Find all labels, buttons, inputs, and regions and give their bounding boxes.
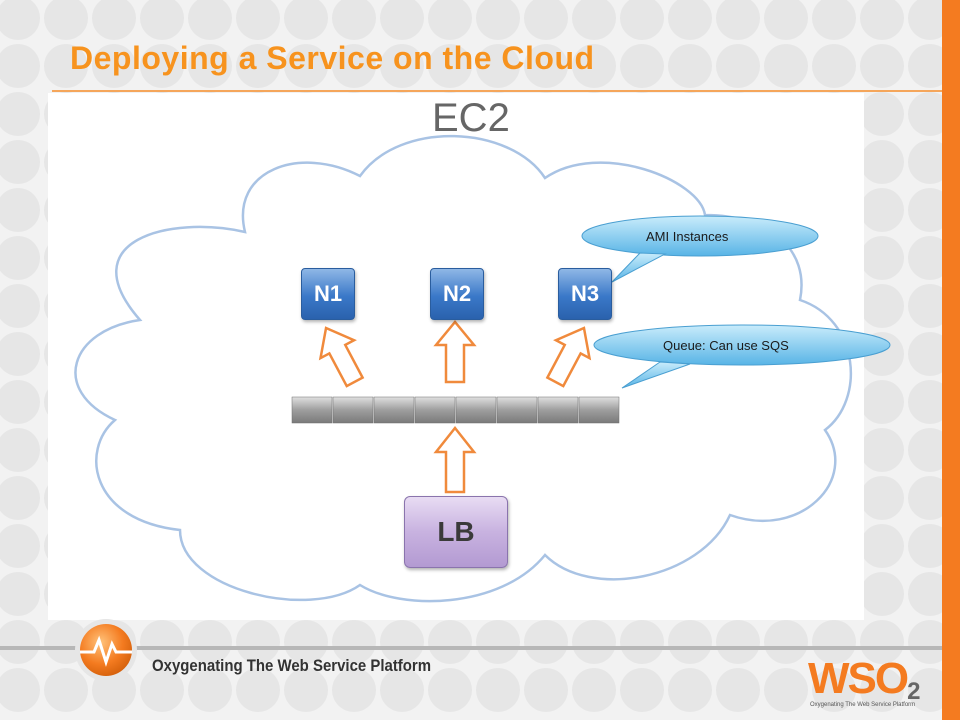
title-divider [52,90,942,92]
right-accent-bar [942,0,960,720]
queue-cell [373,396,415,424]
wso2-logo: WSO2 Oxygenating The Web Service Platfor… [808,654,938,716]
node-n2: N2 [430,268,484,320]
queue-cell [578,396,620,424]
queue-cell [496,396,538,424]
queue-cell [455,396,497,424]
load-balancer-box: LB [404,496,508,568]
arrow-queue-to-n2 [433,320,477,384]
pulse-logo-icon [75,619,137,681]
wso2-wordmark: WSO2 [808,654,921,705]
queue-cell [414,396,456,424]
callout-ami-instances [581,215,819,283]
footer-divider [0,646,942,650]
wso2-caption: Oxygenating The Web Service Platform [810,702,916,708]
slide-title: Deploying a Service on the Cloud [70,40,595,76]
callout-ami-text: AMI Instances [646,229,729,244]
queue-cell [332,396,374,424]
node-n3: N3 [558,268,612,320]
arrow-queue-to-n1 [318,326,365,388]
callout-queue [593,324,891,389]
callout-queue-text: Queue: Can use SQS [663,338,789,353]
arrow-queue-to-n3 [545,326,592,388]
arrow-lb-to-queue [433,425,477,494]
ec2-label: EC2 [432,96,510,140]
node-n1: N1 [301,268,355,320]
queue-cell [537,396,579,424]
footer-tagline: Oxygenating The Web Service Platform [152,656,432,675]
queue-cell [291,396,333,424]
queue-bar [291,396,620,424]
